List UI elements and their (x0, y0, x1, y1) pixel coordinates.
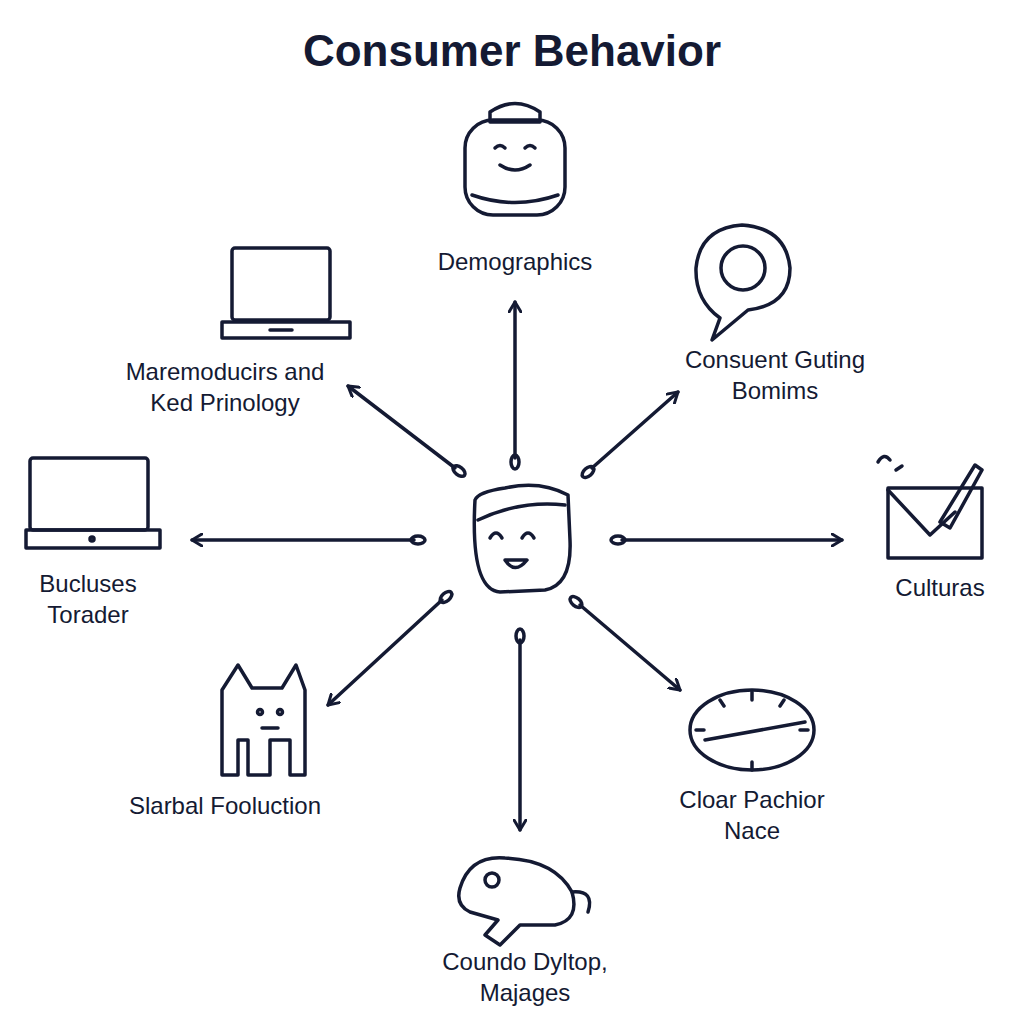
item-label: Slarbal Fooluction (105, 790, 345, 821)
item-label: Bucluses Torader (8, 568, 168, 630)
item-label: Consuent Guting Bomims (655, 344, 895, 406)
center-face (474, 485, 570, 592)
monitor-icon (26, 458, 160, 548)
envelope-icon (878, 456, 982, 558)
laptop-icon (222, 248, 350, 338)
item-label: Coundo Dyltop, Majages (425, 946, 625, 1008)
item-label: Cloar Pachior Nace (652, 784, 852, 846)
item-label: Maremoducirs and Ked Prinology (110, 356, 340, 418)
animal-icon (459, 858, 590, 945)
item-label: Culturas (865, 572, 1015, 603)
item-label: Demographics (395, 246, 635, 277)
diagram-title: Consumer Behavior (162, 22, 862, 79)
clock-icon (690, 690, 814, 770)
cat-icon (222, 665, 305, 775)
canister-icon (465, 104, 565, 216)
speech-bubble-icon (696, 225, 790, 340)
